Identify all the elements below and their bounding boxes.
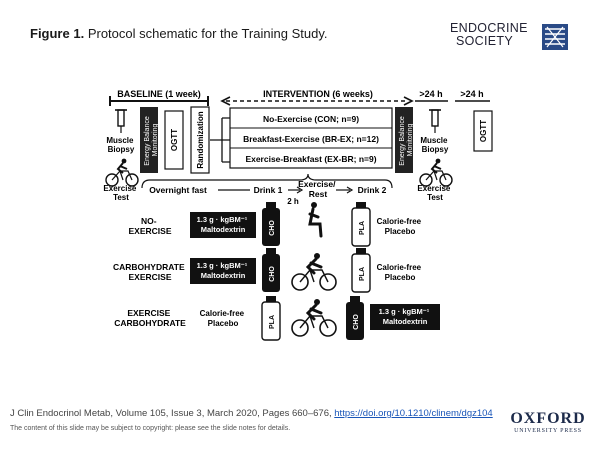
intervention-label: INTERVENTION (6 weeks) (263, 89, 373, 99)
oxford-logo-line-1: OXFORD (510, 410, 586, 427)
svg-text:CHO: CHO (269, 266, 276, 282)
energy-balance-text-left: Energy Balance Monitoring (144, 114, 159, 165)
cyclist-icon (291, 253, 337, 291)
svg-text:1.3 g · kgBM⁻¹ Maltodext: 1.3 g · kgBM⁻¹ Maltodextrin (197, 261, 250, 280)
figure-title: Figure 1. Protocol schematic for the Tra… (30, 26, 327, 41)
ogtt-box-right (473, 110, 493, 152)
muscle-biopsy-label-left: Muscle Biopsy (106, 136, 135, 154)
maltodextrin-box (190, 258, 256, 284)
cyclist-icon (105, 158, 139, 187)
svg-text:1.3 g · kgBM⁻¹ Maltodext: 1.3 g · kgBM⁻¹ Maltodextrin (197, 215, 250, 234)
syringe-icon (115, 109, 127, 133)
logo-line-2: SOCIETY (456, 34, 513, 48)
cyclist-icon (419, 158, 453, 187)
oxford-logo-line-2: UNIVERSITY PRESS (514, 428, 582, 434)
copyright-disclaimer: The content of this slide may be subject… (10, 425, 291, 432)
placebo-label: Calorie-free Placebo (377, 263, 424, 282)
group-ex-br: Exercise-Breakfast (EX-BR; n=9) (245, 154, 376, 164)
post-gap-2: >24 h (460, 89, 483, 99)
muscle-biopsy-label-right: Muscle Biopsy (420, 136, 449, 154)
svg-text:PLA: PLA (269, 315, 276, 329)
ogtt-label-left: OGTT (170, 129, 179, 151)
svg-text:PLA: PLA (359, 267, 366, 281)
svg-text:CHO: CHO (269, 220, 276, 236)
drink-2-label: Drink 2 (358, 185, 387, 195)
condition-exercise-carbohydrate: EXERCISE CARBOHYDRATE Calorie-free Place… (114, 296, 440, 341)
group-br-ex: Breakfast-Exercise (BR-EX; n=12) (243, 134, 379, 144)
endocrine-society-logo: ENDOCRINE SOCIETY (450, 22, 570, 66)
bottle-cho-icon: CHO (346, 296, 364, 340)
groups-box (229, 107, 393, 169)
placebo-label: Calorie-free Placebo (200, 309, 247, 328)
citation-text: J Clin Endocrinol Metab, Volume 105, Iss… (10, 408, 332, 419)
condition-label: CARBOHYDRATE EXERCISE (113, 262, 187, 282)
oxford-university-press-logo: OXFORD UNIVERSITY PRESS (508, 410, 588, 434)
svg-text:PLA: PLA (359, 221, 366, 235)
randomization-box (190, 106, 210, 174)
ogtt-label-right: OGTT (479, 120, 488, 142)
condition-label: NO- EXERCISE (129, 216, 172, 236)
phase-header: BASELINE (1 week) INTERVENTION (6 weeks)… (109, 89, 490, 106)
bottle-pla-icon: PLA (351, 248, 371, 293)
bottle-pla-icon: PLA (261, 296, 281, 341)
gap-label: 2 h (287, 197, 299, 206)
cyclist-icon (291, 299, 337, 337)
energy-balance-box-left (140, 107, 158, 173)
syringe-icon (429, 109, 441, 133)
exercise-test-label-left: Exercise Test (103, 184, 138, 202)
maltodextrin-box (190, 212, 256, 238)
placebo-label: Calorie-free Placebo (377, 217, 424, 236)
figure-label: Figure 1. (30, 26, 85, 41)
citation: J Clin Endocrinol Metab, Volume 105, Iss… (10, 408, 493, 419)
randomization-label: Randomization (196, 111, 205, 168)
endocrine-logo-mark-icon (542, 24, 568, 50)
maltodextrin-box (370, 304, 440, 330)
logo-line-1: ENDOCRINE (450, 21, 528, 35)
svg-text:1.3 g · kgBM⁻¹ Maltodext: 1.3 g · kgBM⁻¹ Maltodextrin (379, 307, 432, 326)
baseline-procedures: Muscle Biopsy Exercise Test Energy Balan… (103, 106, 210, 202)
condition-no-exercise: NO- EXERCISE 1.3 g · kgBM⁻¹ Maltodextrin… (129, 202, 424, 247)
exercise-rest-label: Exercise/ Rest (298, 179, 338, 199)
overnight-fast-label: Overnight fast (149, 185, 207, 195)
bottle-pla-icon: PLA (351, 202, 371, 247)
exercise-test-label-right: Exercise Test (417, 184, 452, 202)
protocol-schematic: BASELINE (1 week) INTERVENTION (6 weeks)… (103, 89, 493, 341)
figure-caption: Protocol schematic for the Training Stud… (87, 26, 328, 41)
svg-text:CHO: CHO (353, 314, 360, 330)
seated-person-icon (308, 202, 323, 238)
doi-link[interactable]: https://doi.org/10.1210/clinem/dgz104 (334, 408, 493, 419)
group-bracket (210, 117, 230, 163)
energy-balance-text-right: Energy Balance Monitoring (399, 114, 414, 165)
group-con: No-Exercise (CON; n=9) (263, 114, 359, 124)
condition-carbohydrate-exercise: CARBOHYDRATE EXERCISE 1.3 g · kgBM⁻¹ Mal… (113, 248, 424, 293)
baseline-label: BASELINE (1 week) (117, 89, 201, 99)
groups: No-Exercise (CON; n=9) Breakfast-Exercis… (229, 107, 393, 169)
drink-1-label: Drink 1 (254, 185, 283, 195)
post-procedures: Energy Balance Monitoring Muscle Biopsy … (395, 107, 493, 202)
post-gap-1: >24 h (419, 89, 442, 99)
ogtt-box-left (164, 110, 184, 170)
bottle-cho-icon: CHO (262, 248, 280, 292)
energy-balance-box-right (395, 107, 413, 173)
test-day-timeline: Overnight fast Drink 1 2 h Exercise/ Res… (141, 173, 393, 206)
bottle-cho-icon: CHO (262, 202, 280, 246)
condition-label: EXERCISE CARBOHYDRATE (114, 308, 186, 328)
